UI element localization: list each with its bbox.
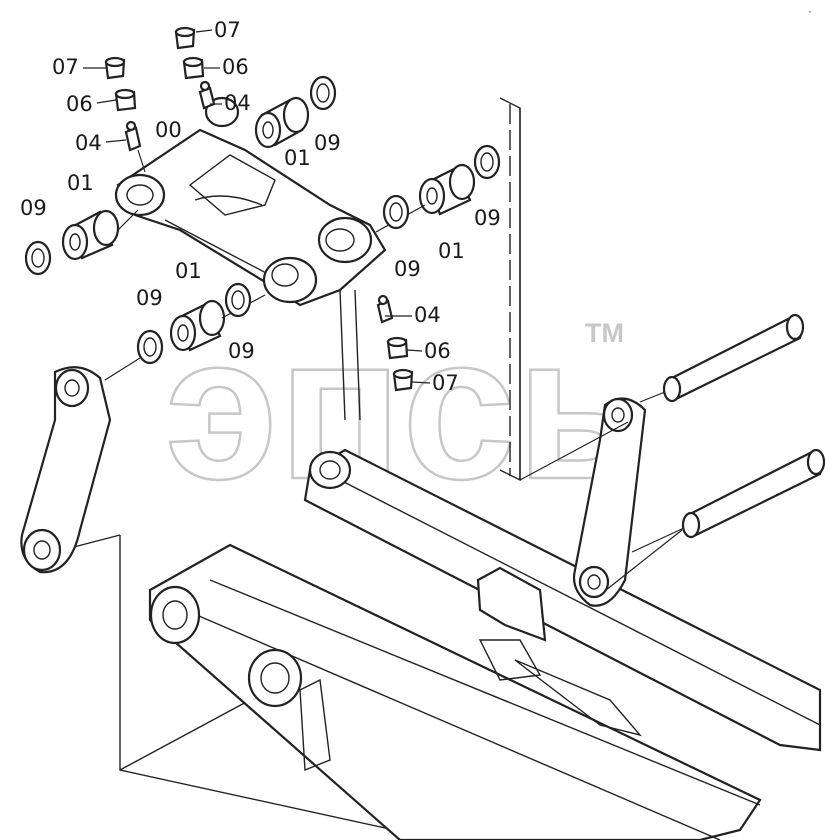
callout-04: 04 [224,91,251,115]
bushing-upper-right [254,96,310,149]
cap-top [182,56,205,80]
callout-09: 09 [394,257,421,281]
hydraulic-cylinder [303,448,822,752]
callout-09: 09 [228,339,255,363]
callout-09: 09 [314,131,341,155]
callout-01: 01 [438,239,465,263]
callout-07: 07 [52,55,79,79]
callouts: 07 06 04 00 07 06 04 01 09 09 01 09 01 0… [20,18,501,395]
leader-lines [83,29,431,384]
bushing-right [375,163,476,233]
seal-right-outer [473,144,501,180]
seal-upper-right [309,75,337,111]
trademark-symbol: TM [585,318,624,348]
corner-mark-icon: · [808,5,812,19]
bushing-lower [169,294,266,352]
h-link-boss-left [114,173,166,217]
h-link-00 [114,96,387,307]
callout-01: 01 [67,171,94,195]
seal-left [24,240,52,276]
seal-lower-right [224,282,252,318]
boom-pin-hole-rear [247,648,303,708]
grease-fitting-right [376,294,394,324]
boom-pin-hole-front [149,585,201,645]
cylinder-clamp [476,566,547,642]
boom-arm [148,543,762,840]
pin-upper [639,313,805,403]
pin-lower [631,448,826,553]
callout-01: 01 [175,259,202,283]
grease-fitting-left [124,120,146,173]
callout-06: 06 [66,92,93,116]
callout-04: 04 [75,131,102,155]
callout-01: 01 [284,146,311,170]
callout-06: 06 [424,339,451,363]
callout-04: 04 [414,303,441,327]
callout-07: 07 [432,371,459,395]
h-link-boss-right [317,216,373,264]
cover-right [392,368,414,392]
seal-lower-left [136,329,164,365]
callout-09: 09 [136,286,163,310]
right-link-arm [519,397,683,607]
cap-left [114,88,137,112]
callout-06: 06 [222,55,249,79]
left-link-arm [20,357,141,574]
callout-07: 07 [214,18,241,42]
callout-09: 09 [20,196,47,220]
callout-09: 09 [474,206,501,230]
callout-00: 00 [155,118,182,142]
seal-right-inner [382,194,410,230]
cap-right [386,336,409,360]
assembly-frame-lines [69,97,521,840]
h-link-boss-lower [262,256,318,304]
bushing-left [61,209,139,261]
cover-top [174,26,196,50]
cover-left [104,56,126,80]
